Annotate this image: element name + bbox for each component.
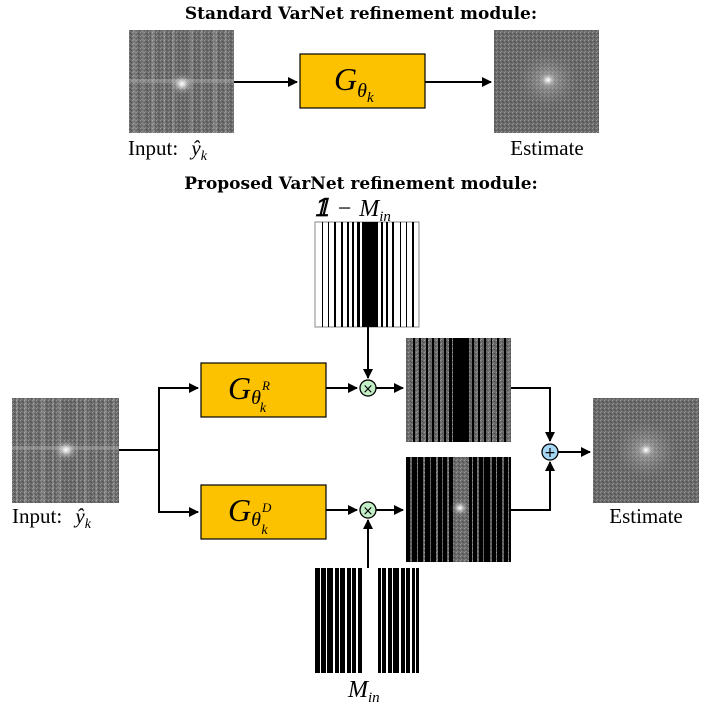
standard-input-label: Input: ŷk <box>128 136 208 164</box>
standard-module-title: Standard VarNet refinement module: <box>185 4 537 24</box>
standard-g-theta-block <box>299 53 426 109</box>
proposed-estimate-label: Estimate <box>609 504 682 528</box>
proposed-estimate-image <box>593 398 699 503</box>
masked-residual-image <box>406 338 511 442</box>
standard-g-theta-label: Gθk <box>334 61 374 106</box>
m-in-mask-image <box>315 568 419 673</box>
proposed-module-title: Proposed VarNet refinement module: <box>184 174 538 194</box>
svg-text:×: × <box>363 504 374 519</box>
m-in-mask-label: Min <box>347 677 380 704</box>
standard-estimate-image <box>494 30 599 133</box>
one-minus-mask-image <box>314 221 420 328</box>
svg-text:+: + <box>544 445 556 461</box>
g-theta-d-block <box>200 484 327 540</box>
masked-data-image <box>406 457 511 562</box>
add-operator: + <box>541 443 559 461</box>
proposed-input-image <box>12 398 119 503</box>
proposed-input-label: Input: ŷk <box>12 504 92 532</box>
standard-estimate-label: Estimate <box>510 136 583 160</box>
arrow-residual-to-adder <box>511 387 555 442</box>
bottom-multiply-operator: × <box>359 501 377 519</box>
one-minus-mask-label: 𝟙−Min <box>313 193 391 225</box>
g-theta-r-block <box>200 362 327 418</box>
top-multiply-operator: × <box>359 379 377 397</box>
standard-input-image <box>129 30 234 133</box>
svg-text:×: × <box>363 382 374 397</box>
arrow-data-to-adder <box>511 461 555 511</box>
